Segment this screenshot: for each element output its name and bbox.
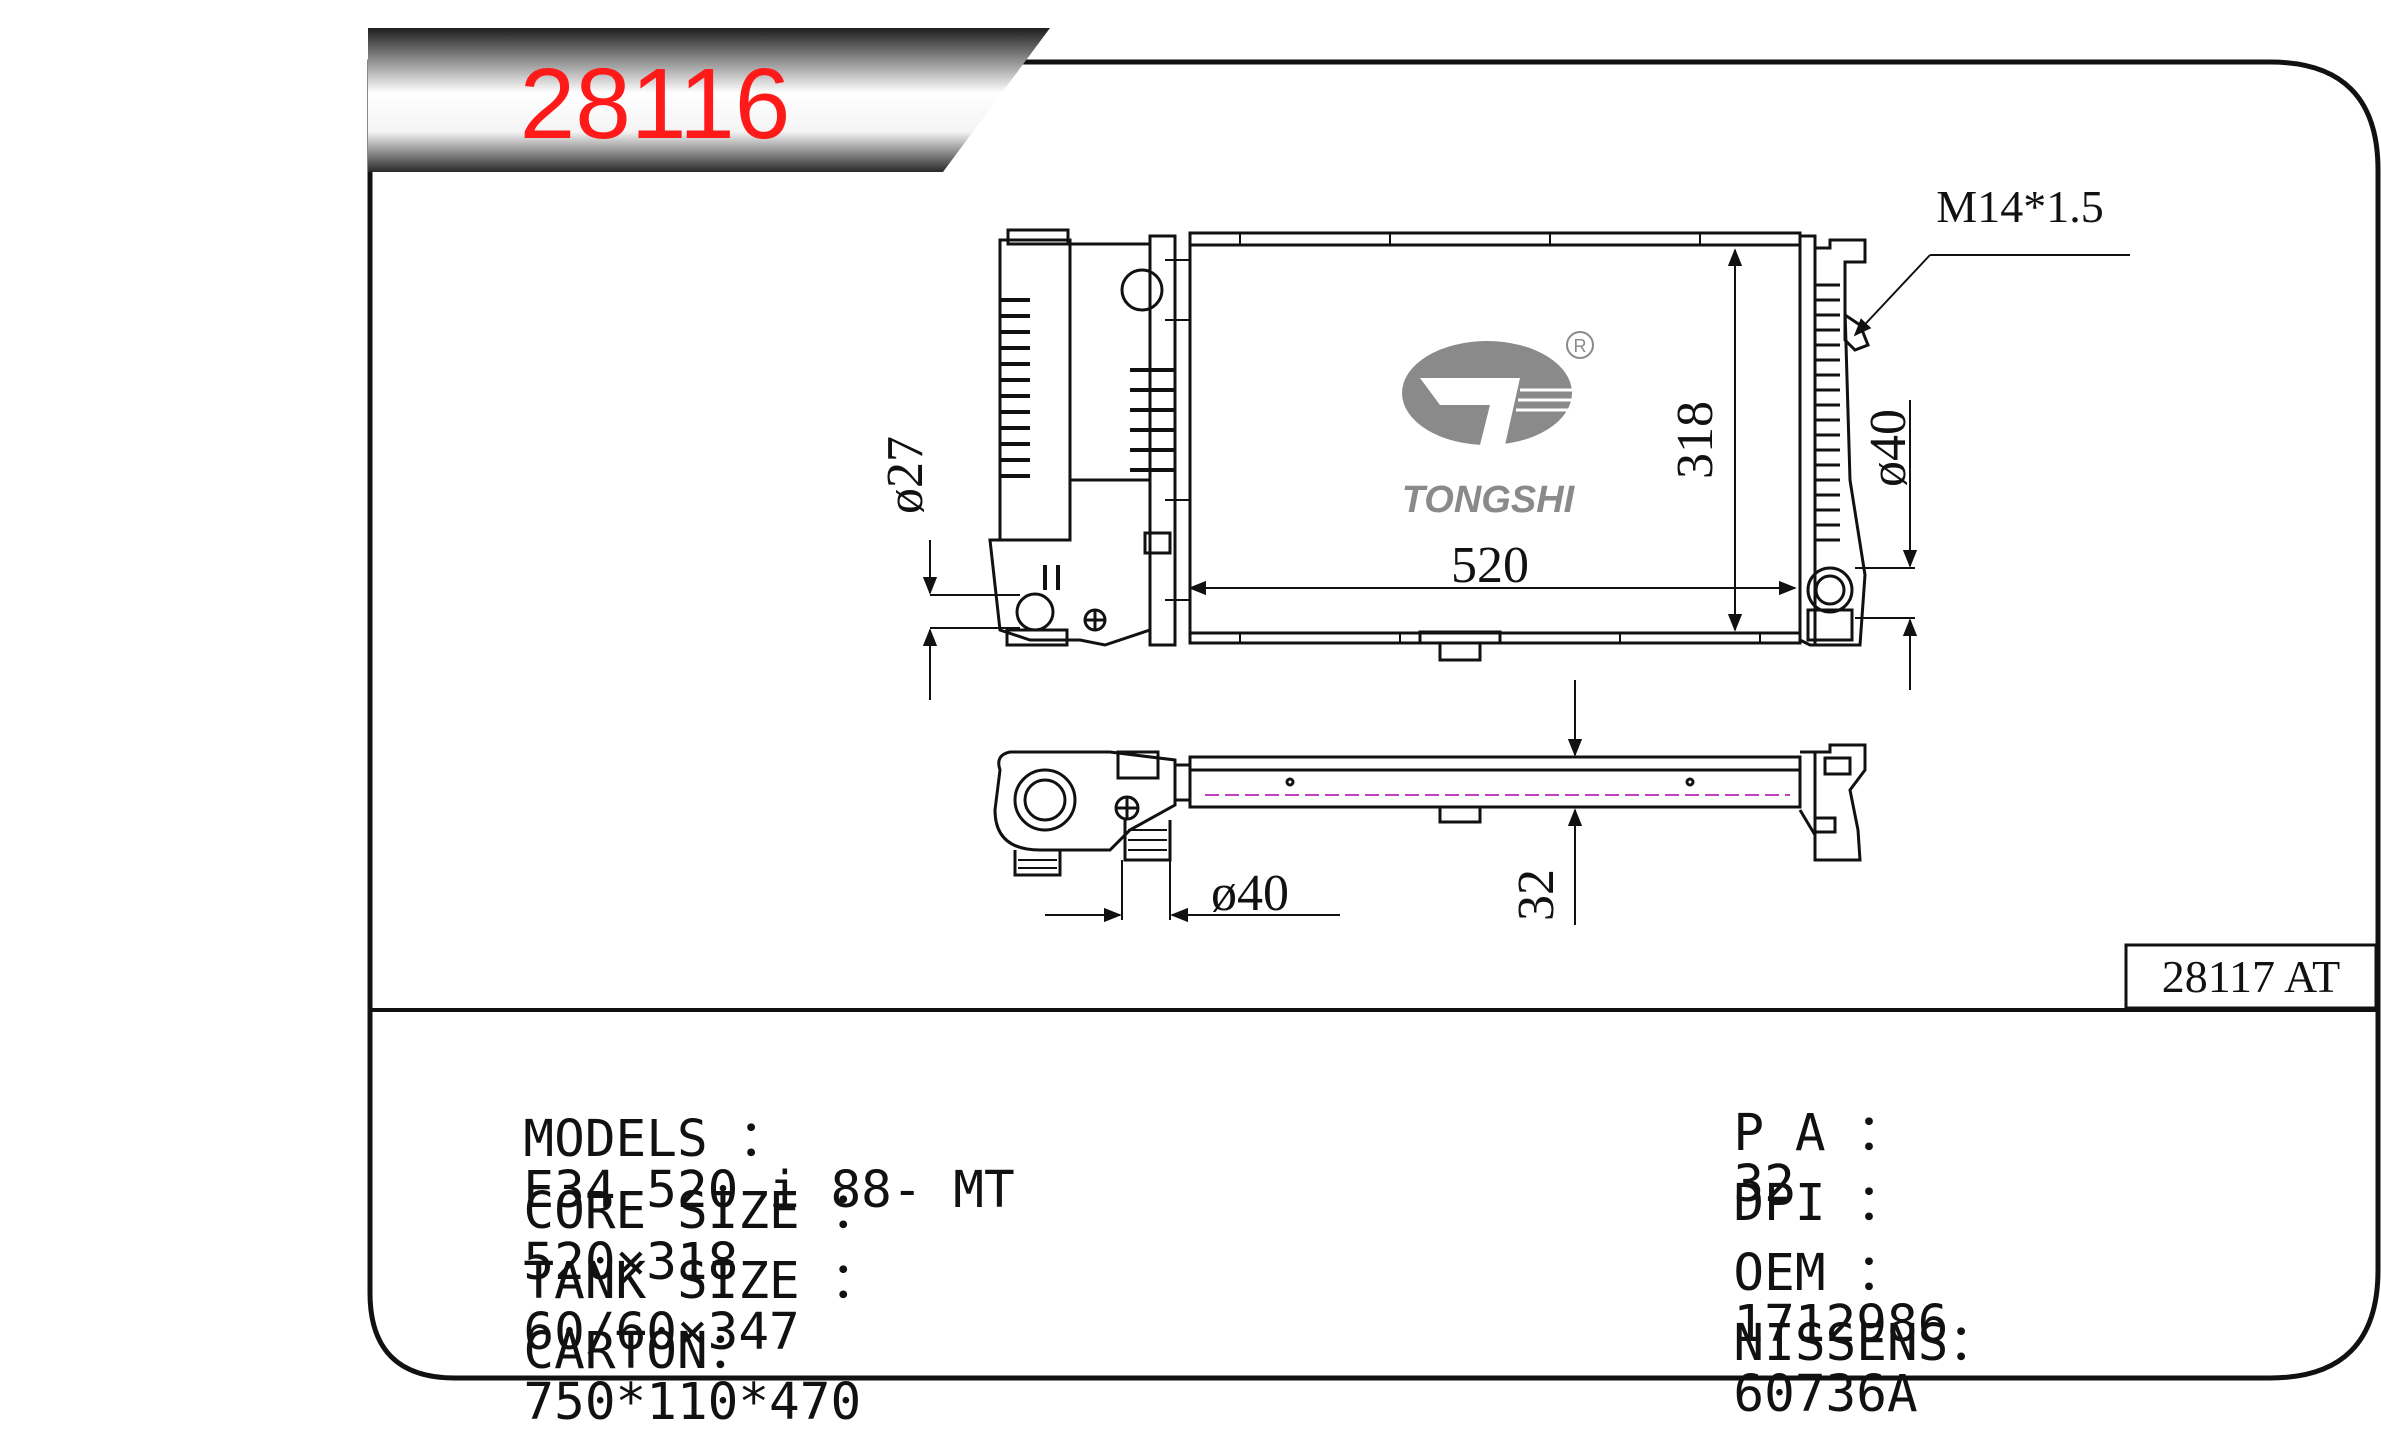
spec-nissens-value: 60736A xyxy=(1733,1365,1918,1424)
spec-tank-size-label: TANK SIZE ： xyxy=(523,1252,882,1311)
tongshi-logo: R TONGSHI xyxy=(1402,331,1594,521)
spec-carton-value: 750*110*470 xyxy=(523,1373,862,1432)
spec-pa-label: P A ： xyxy=(1733,1104,1908,1163)
spec-carton-label: CARTON： xyxy=(523,1322,759,1381)
spec-nissens: NISSENS： 60736A xyxy=(1672,1267,1999,1420)
spec-dpi: DPI ： xyxy=(1672,1127,1907,1280)
logo-cutout xyxy=(1420,378,1520,445)
dim-core-height: 318 xyxy=(1667,401,1724,479)
dimension-lines-front xyxy=(922,248,2130,700)
spec-core-size-value: 520×318 xyxy=(523,1233,739,1292)
dim-bottom-pipe-dia: ø40 xyxy=(1211,865,1289,922)
spec-models: MODELS ： E34 520 i 88- MT xyxy=(462,1063,1014,1216)
spec-models-value: E34 520 i 88- MT xyxy=(523,1161,1015,1220)
part-number-tab xyxy=(368,28,1050,172)
dim-outlet-dia: ø40 xyxy=(1860,409,1917,487)
spec-models-label: MODELS ： xyxy=(523,1110,790,1169)
dim-thickness: 32 xyxy=(1508,869,1565,921)
spec-carton: CARTON： 750*110*470 xyxy=(462,1275,861,1428)
brand-name: TONGSHI xyxy=(1402,479,1576,521)
thread-label: M14*1.5 xyxy=(1936,181,2103,232)
outer-frame xyxy=(367,59,2381,1381)
radiator-front-view xyxy=(988,228,1870,662)
spec-tank-size: TANK SIZE ： 60/60×347 xyxy=(462,1205,881,1358)
spec-core-size: CORE SIZE ： 520×318 xyxy=(462,1135,881,1288)
spec-nissens-label: NISSENS： xyxy=(1733,1314,2000,1373)
spec-dpi-label: DPI ： xyxy=(1733,1174,1908,1233)
registered-mark-circle xyxy=(1566,331,1594,359)
spec-oem-label: OEM ： xyxy=(1733,1244,1908,1303)
part-number: 28116 xyxy=(520,48,791,160)
spec-core-size-label: CORE SIZE ： xyxy=(523,1182,882,1241)
spec-oem-value: 1712986 xyxy=(1733,1295,1949,1354)
spec-pa-value: 32 xyxy=(1733,1155,1795,1214)
spec-tank-size-value: 60/60×347 xyxy=(523,1303,800,1362)
spec-oem: OEM ： 1712986 xyxy=(1672,1197,1948,1350)
alt-part-label: 28117 AT xyxy=(2162,951,2340,1002)
alt-part-box xyxy=(2124,943,2378,1010)
registered-mark: R xyxy=(1574,336,1587,356)
dim-core-width: 520 xyxy=(1451,537,1529,594)
spec-sheet: 28116 28117 AT xyxy=(367,28,2381,1381)
spec-pa: P A ： 32 xyxy=(1672,1057,1907,1210)
dim-inlet-dia: ø27 xyxy=(877,436,934,514)
radiator-top-view xyxy=(993,743,1867,877)
dimension-lines-top xyxy=(1045,680,1583,925)
